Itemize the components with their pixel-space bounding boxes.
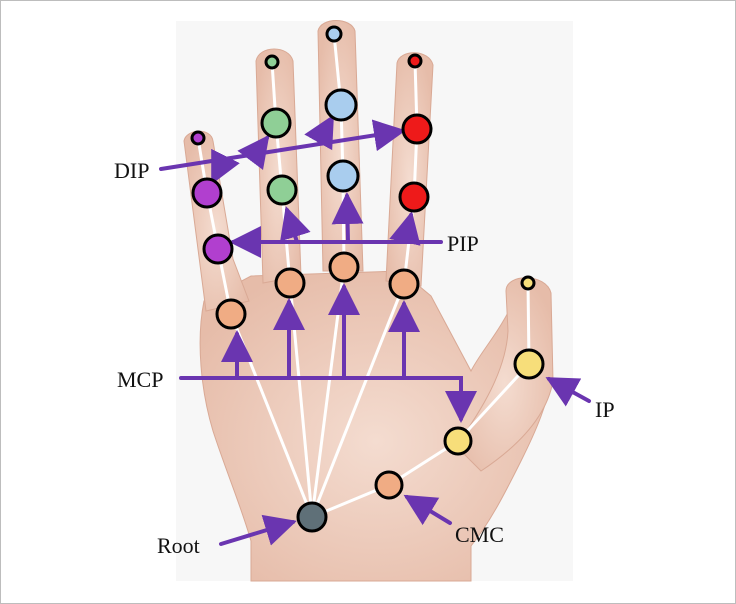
dip-arrow-pinky	[211, 148, 240, 185]
index-pip-joint	[266, 174, 298, 206]
cmc-label: CMC	[455, 522, 504, 547]
pinky-tip-joint	[190, 130, 206, 146]
pip-arrow-index	[280, 206, 311, 244]
ring-tip-joint	[407, 53, 423, 69]
ip-arrow	[545, 377, 591, 407]
pinky-mcp-joint	[215, 298, 247, 330]
cmc-arrow	[403, 494, 452, 526]
dip-label: DIP	[114, 158, 149, 183]
dip-arrow-middle	[304, 114, 334, 151]
root-label: Root	[157, 533, 200, 558]
ring-mcp-joint	[388, 268, 420, 300]
thumb-ip-joint	[513, 348, 545, 380]
index-dip-joint	[260, 107, 292, 139]
middle-tip-joint	[325, 25, 343, 43]
joints	[190, 25, 545, 533]
pinky-pip-joint	[202, 233, 234, 265]
mcp-label: MCP	[117, 367, 163, 392]
index-mcp-joint	[274, 267, 306, 299]
index-tip-joint	[264, 54, 280, 70]
root-arrow	[219, 514, 297, 546]
dip-arrow-index	[237, 134, 270, 170]
pointer-arrows	[159, 114, 591, 546]
thumb-cmc-joint	[374, 470, 404, 500]
thumb-mcp-joint	[443, 426, 473, 456]
middle-mcp-joint	[328, 251, 360, 283]
ip-label: IP	[595, 397, 615, 422]
bone-pinky-chain	[196, 137, 233, 315]
pip-arrow-middle	[331, 192, 364, 244]
pinky-dip-joint	[191, 177, 223, 209]
middle-dip-joint	[324, 88, 358, 122]
dip-arrow-ring	[159, 119, 406, 171]
ring-dip-joint	[401, 113, 433, 145]
mcp-arrow-thumb	[179, 376, 477, 423]
root-joint	[296, 501, 328, 533]
pip-arrow-ring	[389, 211, 421, 246]
pip-label: PIP	[447, 231, 479, 256]
thumb-tip-joint	[520, 275, 536, 291]
middle-pip-joint	[326, 159, 360, 193]
ring-pip-joint	[398, 181, 430, 213]
